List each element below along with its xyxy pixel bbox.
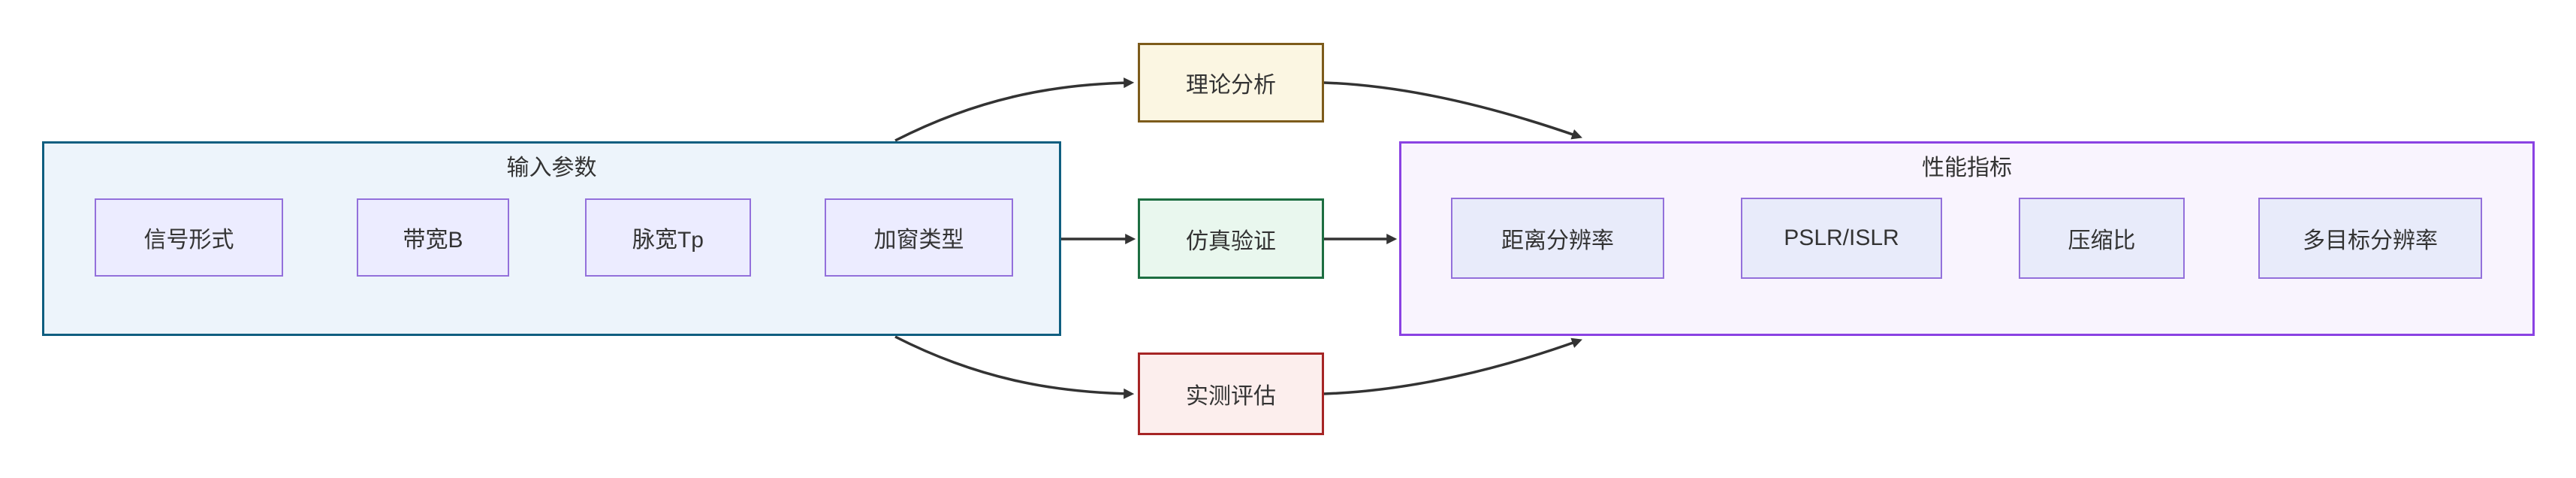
input-group-title: 输入参数 xyxy=(506,156,597,180)
edge-measurement-to-metrics xyxy=(1323,337,1582,395)
node-measured-evaluation: 实测评估 xyxy=(1138,352,1324,435)
node-theory-analysis: 理论分析 xyxy=(1138,43,1324,123)
node-pslr-islr: PSLR/ISLR xyxy=(1741,198,1942,279)
node-pulse-width: 脉宽Tp xyxy=(585,198,751,277)
node-range-resolution: 距离分辨率 xyxy=(1451,198,1664,279)
edge-theory-to-metrics xyxy=(1323,81,1582,140)
node-simulation-verification: 仿真验证 xyxy=(1138,198,1324,279)
node-bandwidth: 带宽B xyxy=(357,198,509,277)
node-window-type: 加窗类型 xyxy=(825,198,1013,277)
node-signal-form: 信号形式 xyxy=(95,198,283,277)
node-compression-ratio: 压缩比 xyxy=(2019,198,2185,279)
edge-input-to-measurement xyxy=(894,335,1135,399)
node-multitarget-resolution: 多目标分辨率 xyxy=(2258,198,2482,279)
output-group-title: 性能指标 xyxy=(1922,156,2012,180)
edge-input-to-theory xyxy=(894,77,1135,142)
